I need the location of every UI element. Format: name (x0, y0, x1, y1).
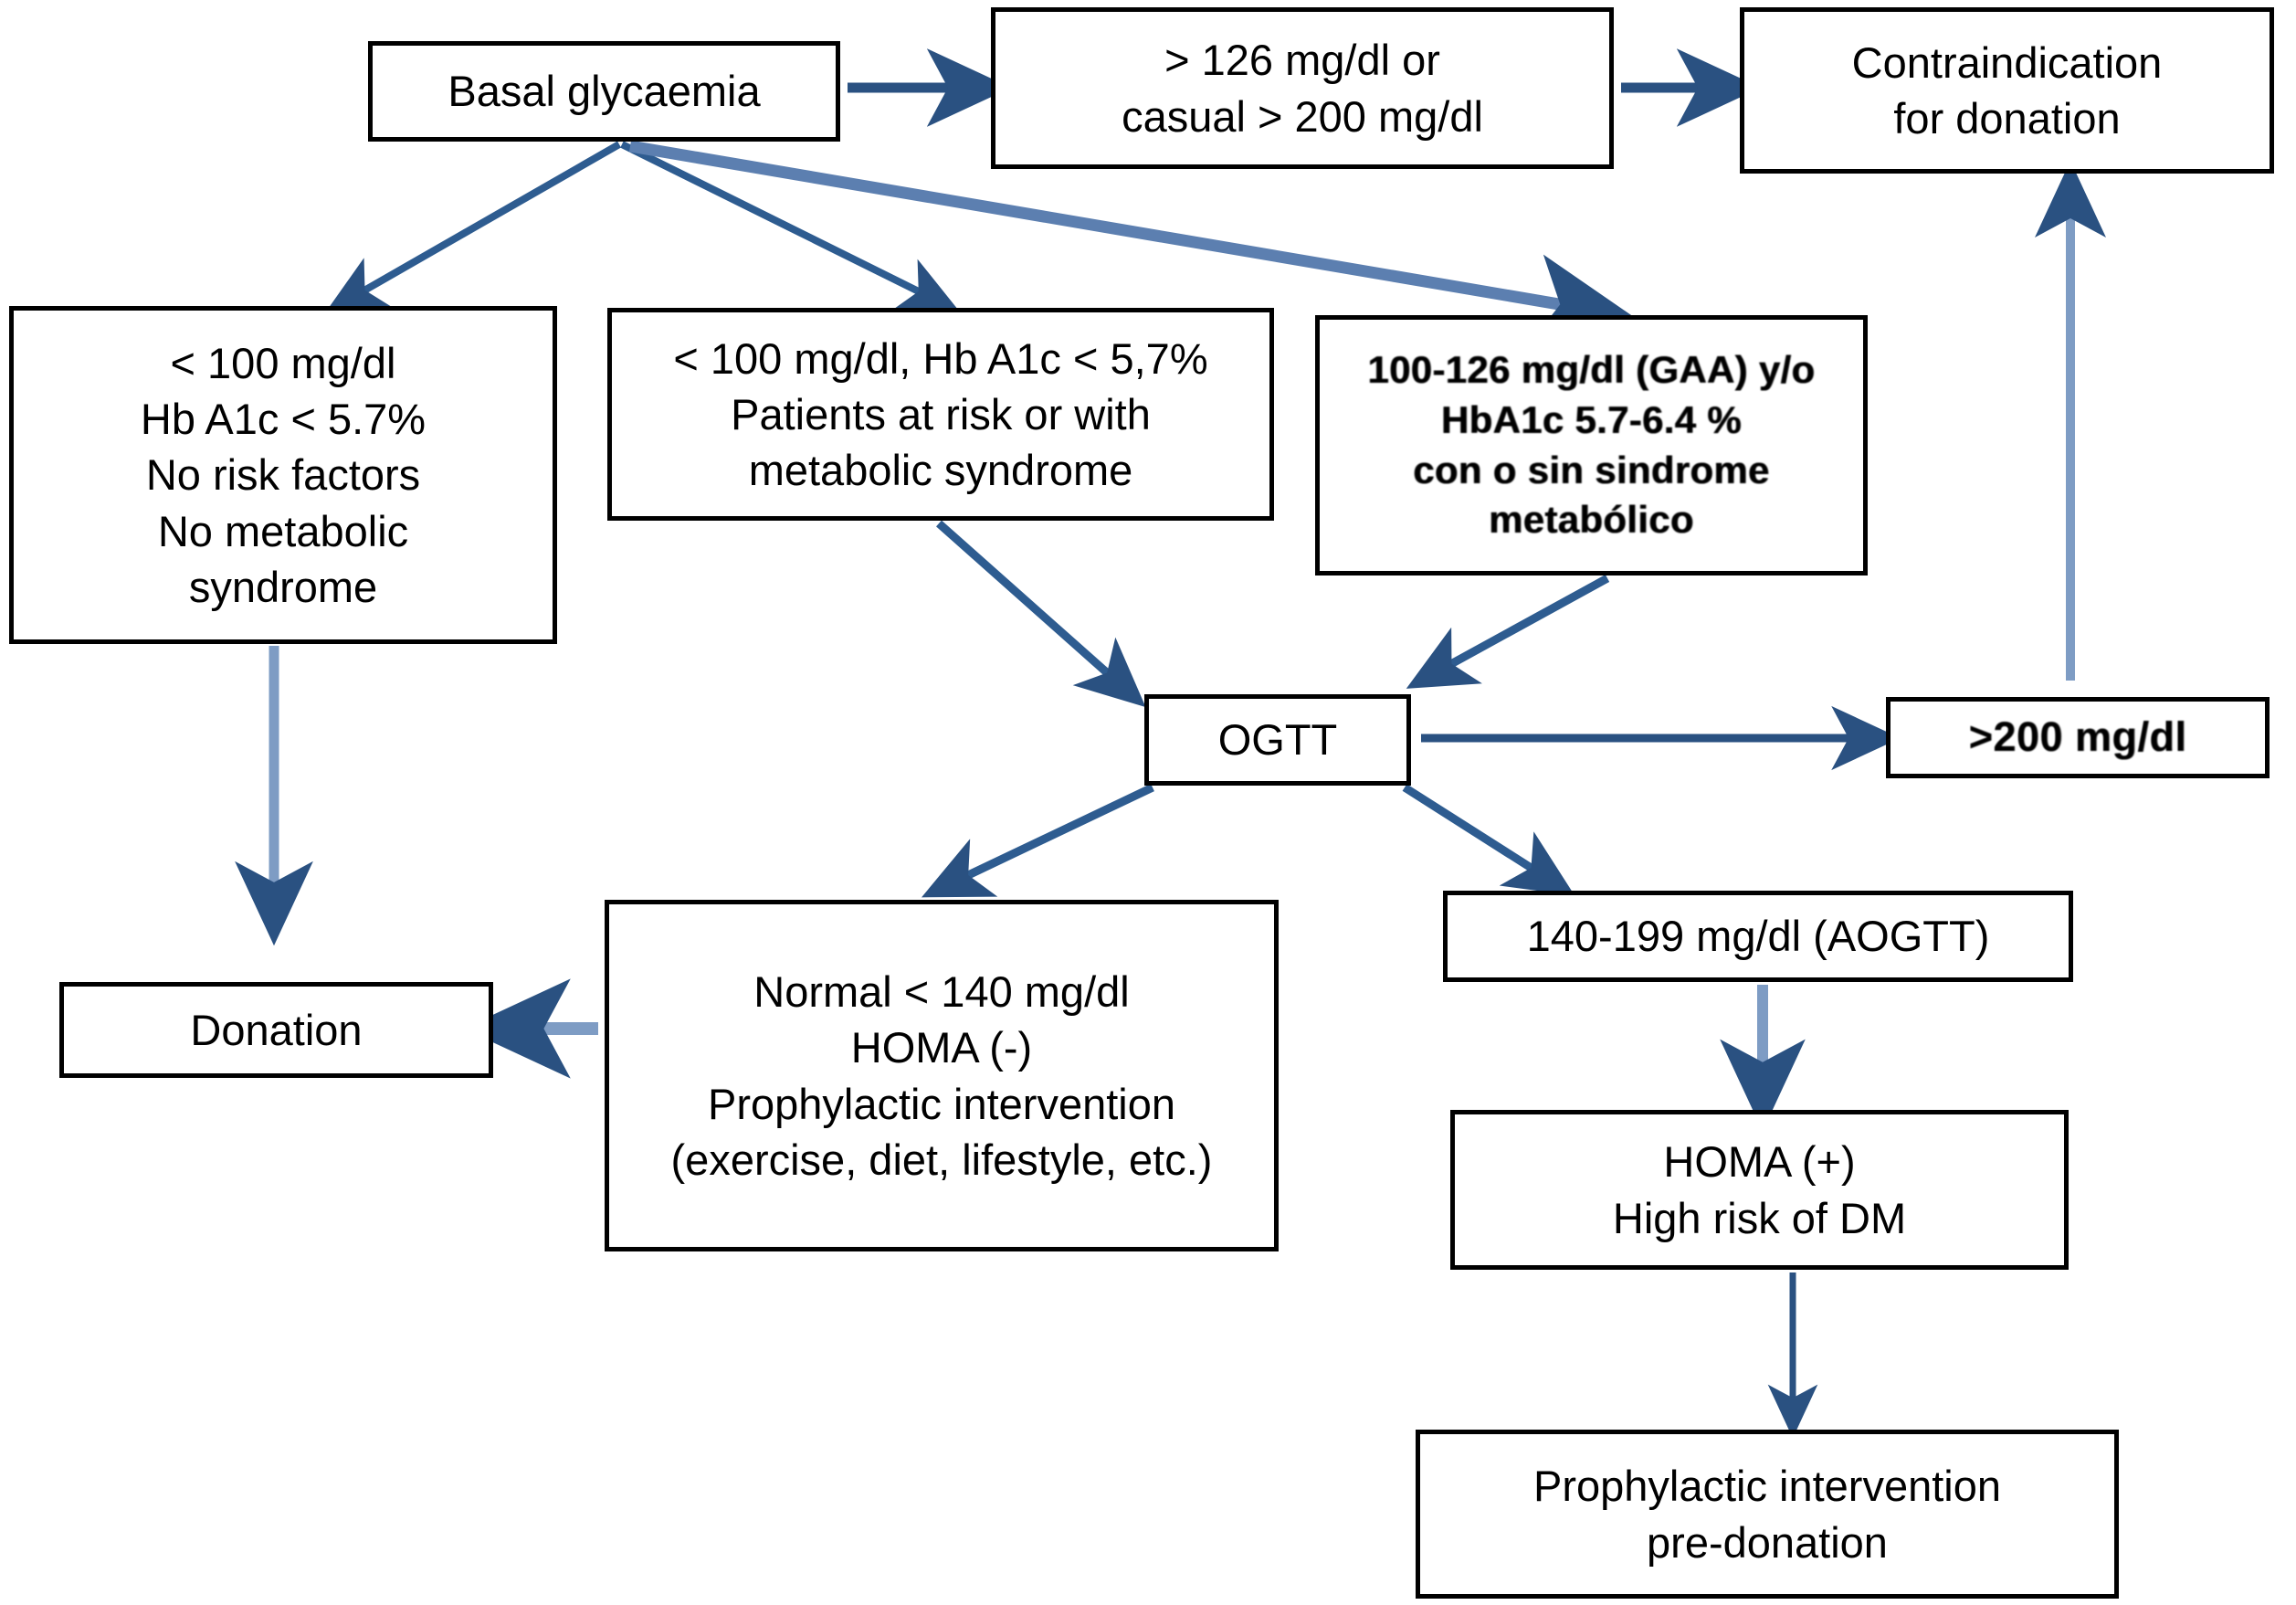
node-line: metabolic syndrome (748, 446, 1133, 495)
node-high-glycaemia-threshold[interactable]: > 126 mg/dl or casual > 200 mg/dl (991, 7, 1614, 169)
node-line: Donation (190, 1005, 363, 1054)
node-contraindication-for-donation[interactable]: Contraindication for donation (1740, 7, 2274, 174)
node-line: HbA1c 5.7-6.4 % (1441, 397, 1742, 441)
node-line: for donation (1893, 94, 2121, 143)
edge-gaa-to-ogtt (1406, 575, 1610, 689)
edge-basal-to-gaa (628, 140, 1635, 346)
node-homa-positive-high-risk[interactable]: HOMA (+) High risk of DM (1450, 1110, 2069, 1270)
node-line: Patients at risk or with (731, 389, 1151, 438)
node-line: Hb A1c < 5.7% (140, 395, 427, 444)
node-line: >200 mg/dl (1968, 713, 2187, 761)
node-prophylactic-intervention-pre-donation[interactable]: Prophylactic intervention pre-donation (1416, 1430, 2119, 1599)
node-at-risk-metabolic-syndrome[interactable]: < 100 mg/dl, Hb A1c < 5,7% Patients at r… (607, 308, 1274, 521)
node-line: Prophylactic intervention (707, 1079, 1176, 1128)
node-line: syndrome (188, 562, 378, 611)
node-donation[interactable]: Donation (59, 982, 493, 1078)
node-line: Normal < 140 mg/dl (753, 967, 1130, 1017)
node-line: 140-199 mg/dl (AOGTT) (1526, 912, 1990, 961)
node-line: > 126 mg/dl or (1164, 36, 1440, 85)
node-normal-ogtt-result[interactable]: Normal < 140 mg/dl HOMA (-) Prophylactic… (605, 900, 1279, 1251)
node-low-risk-criteria[interactable]: < 100 mg/dl Hb A1c < 5.7% No risk factor… (9, 306, 557, 644)
edge-basal-to-lowrisk (620, 141, 960, 312)
node-line: (exercise, diet, lifestyle, etc.) (670, 1135, 1213, 1184)
node-impaired-glucose-tolerance[interactable]: 140-199 mg/dl (AOGTT) (1443, 891, 2073, 982)
node-line: HOMA (-) (850, 1023, 1033, 1072)
node-line: pre-donation (1647, 1517, 1888, 1567)
node-line: < 100 mg/dl (170, 339, 396, 388)
node-basal-glycaemia[interactable]: Basal glycaemia (368, 41, 840, 142)
node-ogtt[interactable]: OGTT (1144, 694, 1411, 786)
edge-basal-to-low (324, 141, 621, 313)
node-line: Contraindication (1851, 37, 2163, 87)
node-line: casual > 200 mg/dl (1122, 91, 1483, 141)
node-line: 100-126 mg/dl (GAA) y/o (1367, 348, 1816, 392)
node-line: Prophylactic intervention (1532, 1462, 2002, 1511)
node-line: No risk factors (145, 450, 421, 500)
node-line: High risk of DM (1612, 1193, 1907, 1242)
node-line: metabólico (1489, 498, 1694, 542)
node-over-200-mgdl[interactable]: >200 mg/dl (1886, 697, 2270, 778)
edge-ogtt-to-normal (921, 783, 1154, 898)
edge-lowrisk-to-ogtt (936, 520, 1146, 708)
node-impaired-fasting-glucose[interactable]: 100-126 mg/dl (GAA) y/o HbA1c 5.7-6.4 % … (1315, 315, 1868, 575)
node-line: OGTT (1217, 715, 1338, 765)
edge-ogtt-to-aogtt (1402, 784, 1575, 896)
node-line: Basal glycaemia (448, 67, 761, 116)
node-line: con o sin sindrome (1413, 448, 1770, 491)
node-line: < 100 mg/dl, Hb A1c < 5,7% (673, 333, 1208, 383)
node-line: HOMA (+) (1663, 1137, 1856, 1187)
node-line: No metabolic (157, 506, 409, 555)
